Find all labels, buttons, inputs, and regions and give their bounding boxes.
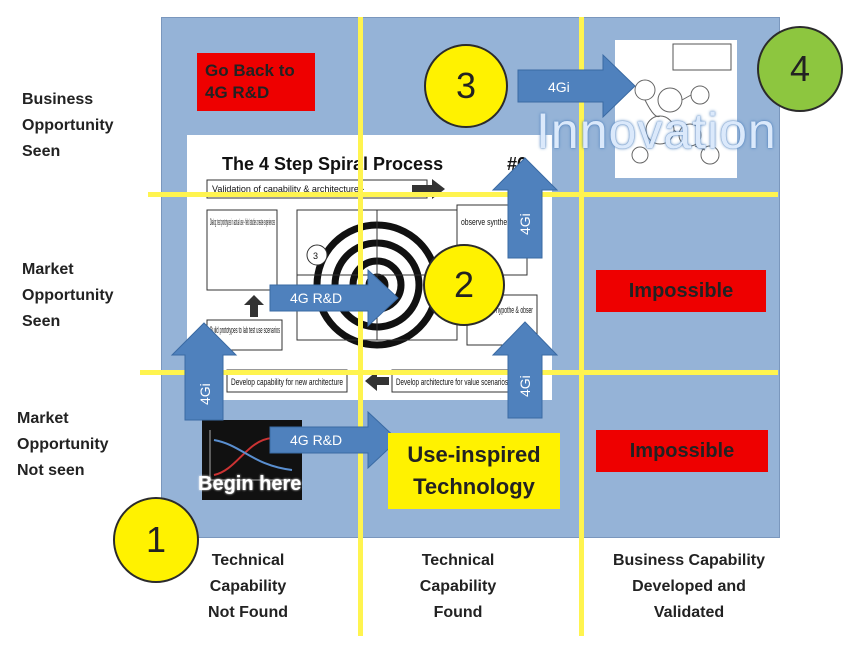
arrow-4gi-mid-bottom-label: 4Gi	[517, 375, 533, 397]
arrow-4gi-mid-top-label: 4Gi	[517, 213, 533, 235]
document-title: The 4 Step Spiral Process	[222, 154, 443, 174]
arrow-rd-bottom-label: 4G R&D	[290, 432, 342, 448]
impossible-label: Impossible	[629, 439, 735, 462]
arrow-4gi-top: 4Gi	[517, 53, 636, 119]
arrow-4gi-mid-top: 4Gi	[491, 157, 559, 259]
impossible-box-bottom: Impossible	[596, 430, 768, 472]
go-back-label: Go Back to 4G R&D	[205, 61, 295, 102]
arrow-rd-bottom: 4G R&D	[269, 410, 399, 470]
arrow-rd-middle-label: 4G R&D	[290, 290, 342, 306]
go-back-box: Go Back to 4G R&D	[197, 53, 315, 111]
step-2-circle: 2	[423, 244, 505, 326]
document-line: Build prototypes to lab test use scenari…	[210, 325, 280, 335]
document-line: value from hypothe & obser	[471, 305, 533, 315]
use-inspired-box: Use-inspired Technology	[388, 433, 560, 509]
arrow-rd-middle: 4G R&D	[269, 268, 399, 328]
arrow-4gi-left: 4Gi	[170, 322, 238, 421]
grid-line-vertical	[579, 17, 584, 636]
document-line: Dialog: test prototypes in actual use - …	[210, 217, 275, 227]
step-4-circle: 4	[757, 26, 843, 112]
document-line: Validation of capability & architecture …	[212, 184, 364, 194]
impossible-label: Impossible	[628, 279, 734, 302]
arrow-4gi-mid-bottom: 4Gi	[491, 321, 559, 419]
document-line: Develop architecture for value scenarios	[396, 377, 508, 387]
svg-text:3: 3	[313, 251, 318, 261]
document-line: observe synthe to fill	[461, 217, 523, 227]
step-1-circle: 1	[113, 497, 199, 583]
innovation-label: Innovation	[536, 103, 777, 159]
step-3-circle: 3	[424, 44, 508, 128]
use-inspired-label: Use-inspired Technology	[407, 442, 541, 499]
begin-here-label: Begin here	[198, 473, 302, 495]
grid-line-horizontal	[148, 192, 778, 197]
grid-line-vertical	[358, 17, 363, 636]
innovation-process-image	[615, 40, 737, 178]
impossible-box-middle: Impossible	[596, 270, 766, 312]
arrow-4gi-top-label: 4Gi	[548, 79, 570, 95]
grid-line-horizontal	[140, 370, 778, 375]
document-line: Develop capability for new architecture	[231, 377, 343, 387]
arrow-4gi-left-label: 4Gi	[197, 383, 213, 405]
